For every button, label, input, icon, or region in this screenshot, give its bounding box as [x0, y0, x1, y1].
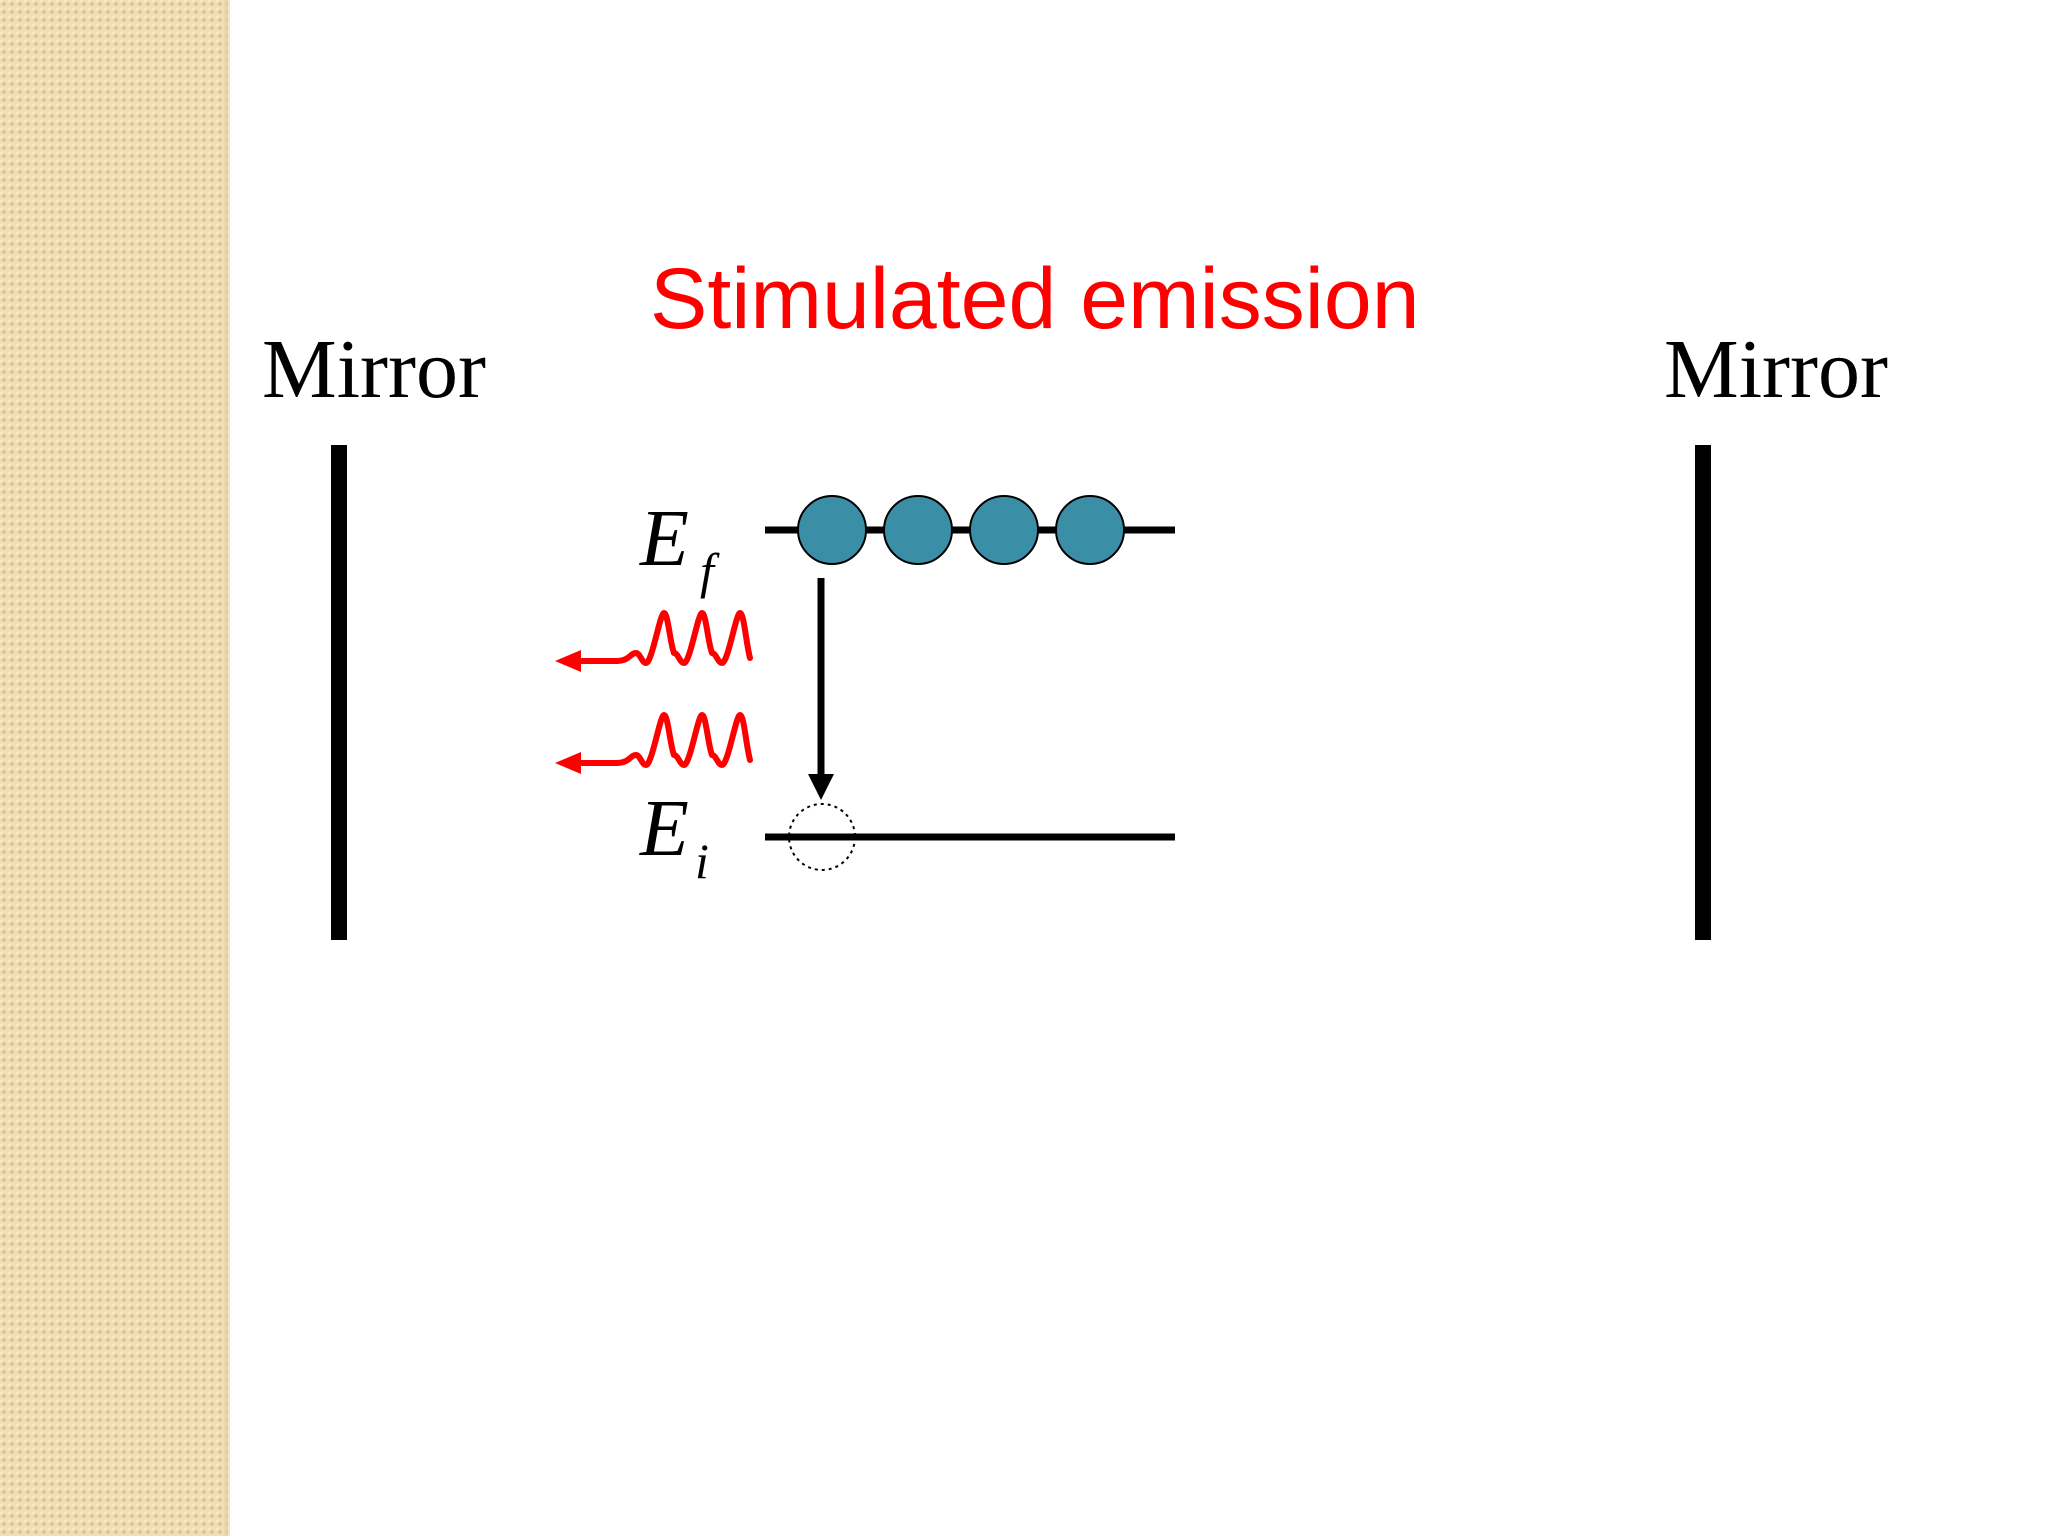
- photon-group: [555, 610, 753, 774]
- hole-dotted-circle-icon: [788, 803, 856, 871]
- side-band-edge: [224, 0, 230, 1536]
- mirror-left: [331, 445, 347, 940]
- mirror-right: [1695, 445, 1711, 940]
- mirror-label-left: Mirror: [262, 323, 486, 416]
- decorative-side-band: [0, 0, 228, 1536]
- electron-group: [797, 495, 1125, 565]
- electron-filled-circle-icon: [883, 495, 953, 565]
- energy-symbol-upper: E: [639, 495, 689, 583]
- electron-filled-circle-icon: [969, 495, 1039, 565]
- electron-filled-circle-icon: [797, 495, 867, 565]
- energy-symbol-lower: E: [639, 785, 689, 873]
- photon-wavy-arrow-icon: [555, 610, 753, 672]
- slide-title: Stimulated emission: [650, 251, 1420, 347]
- energy-subscript-lower: i: [695, 833, 709, 889]
- transition-down-arrow-icon: [808, 578, 834, 800]
- photon-wavy-arrow-icon: [555, 712, 753, 774]
- energy-label-lower: E i: [639, 785, 709, 889]
- energy-subscript-upper: f: [700, 543, 720, 599]
- energy-label-upper: E f: [639, 495, 720, 599]
- electron-filled-circle-icon: [1055, 495, 1125, 565]
- mirror-label-right: Mirror: [1664, 323, 1888, 416]
